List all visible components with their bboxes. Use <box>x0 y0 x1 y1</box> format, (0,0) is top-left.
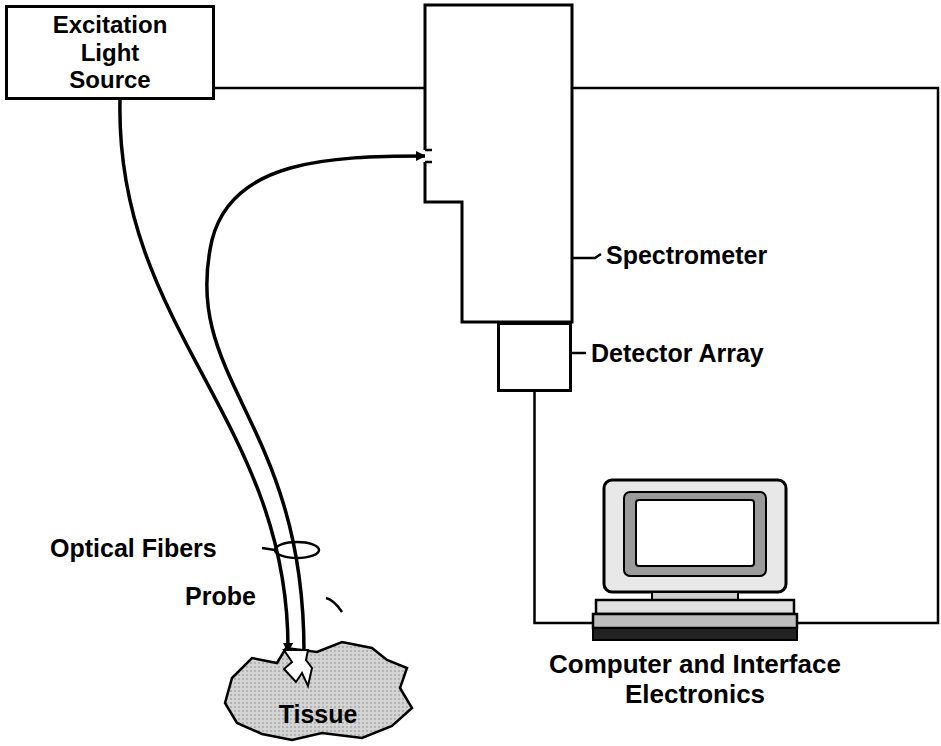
node-outline <box>500 325 575 395</box>
part-label: Detector Array <box>591 339 764 368</box>
computer-base <box>596 600 794 614</box>
node-outline <box>425 5 572 322</box>
monitor-bezel <box>624 492 766 576</box>
entrance-slit <box>425 161 432 164</box>
part-label: Optical Fibers <box>50 534 217 563</box>
signal-cable <box>215 88 938 623</box>
node-outline <box>592 478 798 643</box>
leader-line <box>262 548 275 550</box>
computer-icon: Computer and Interface Electronics <box>592 478 798 643</box>
fiber-bundle-ring <box>275 542 319 558</box>
part-label: Spectrometer <box>606 241 767 270</box>
probe-tip <box>284 650 312 686</box>
box-label: Excitation Light Source <box>45 11 175 94</box>
keyboard <box>593 628 797 640</box>
tissue-sample: Tissue <box>222 638 414 742</box>
leader-line <box>572 254 601 258</box>
leader-line <box>572 352 586 355</box>
signal-cable <box>535 392 593 623</box>
part-label: Tissue <box>222 700 414 729</box>
light-source-box: Excitation Light Source <box>5 5 215 100</box>
part-label: Computer and Interface Electronics <box>545 650 845 710</box>
optical-fiber <box>207 156 425 652</box>
optical-fiber <box>120 100 288 652</box>
monitor-case <box>604 480 786 592</box>
entrance-slit <box>425 149 432 152</box>
computer-base <box>593 614 797 628</box>
spectrometer-outline <box>425 5 572 322</box>
leader-line <box>326 598 342 612</box>
monitor-screen <box>636 500 754 566</box>
spectrometer-housing: Spectrometer <box>425 5 572 322</box>
part-label: Probe <box>185 582 256 611</box>
detector-array-box: Detector Array <box>497 322 572 392</box>
